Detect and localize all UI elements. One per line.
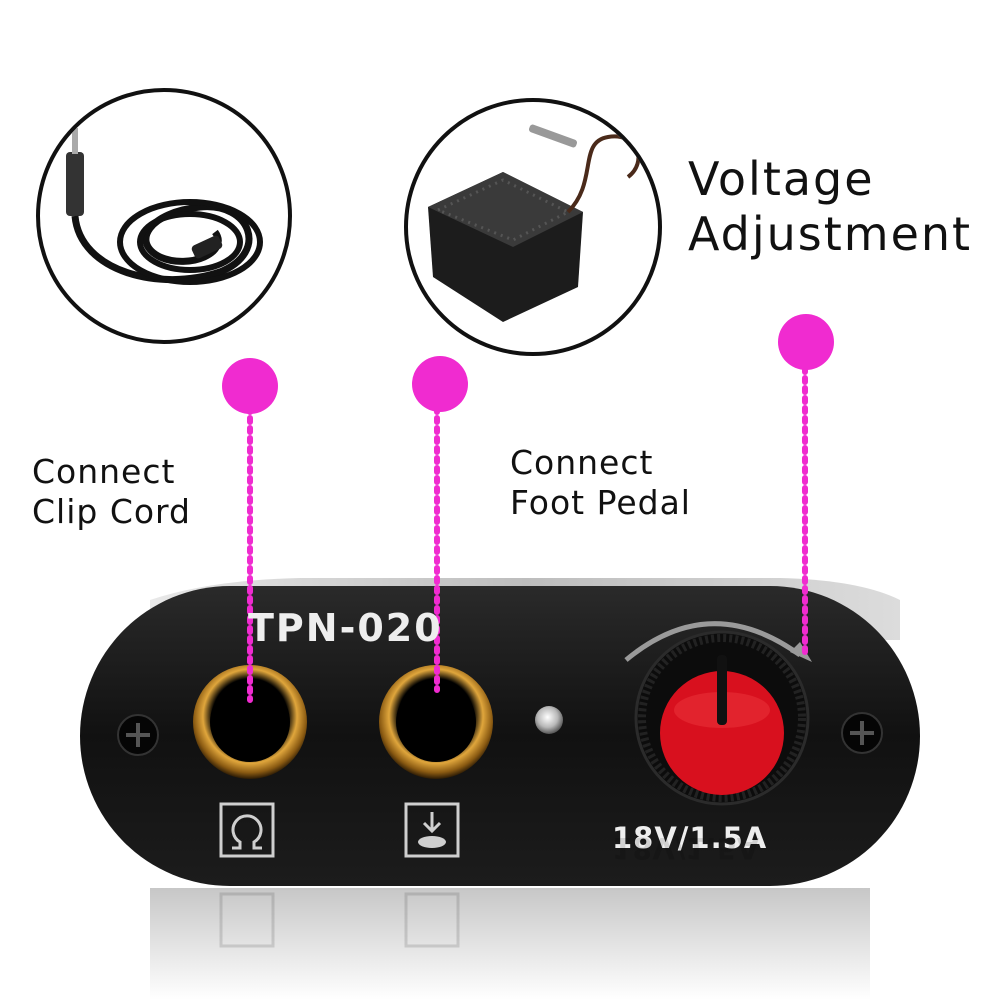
clip-cord-label-line2: Clip Cord xyxy=(32,492,191,532)
right-screw-icon xyxy=(841,712,883,754)
marker-voltage xyxy=(778,314,834,658)
marker-clip-cord xyxy=(222,358,278,703)
clip-cord-callout xyxy=(36,88,292,344)
marker-foot-pedal xyxy=(412,356,468,693)
clip-cord-label-line1: Connect xyxy=(32,452,176,491)
voltage-knob xyxy=(634,630,810,806)
voltage-label: Voltage Adjustment xyxy=(688,152,972,262)
rating-label: 18V/1.5A xyxy=(612,821,767,855)
foot-pedal-label-line1: Connect xyxy=(510,443,654,482)
rating-reflection: 18V/1.5A xyxy=(612,831,760,865)
foot-pedal-label-line2: Foot Pedal xyxy=(510,483,691,523)
voltage-label-line1: Voltage xyxy=(688,152,875,206)
voltage-direction-arc xyxy=(624,621,802,662)
model-label: TPN-020 xyxy=(248,606,443,650)
clip-cord-label: Connect Clip Cord xyxy=(32,452,191,533)
device-reflection xyxy=(150,888,870,1000)
foot-pedal-device-icon xyxy=(428,124,641,322)
power-led xyxy=(535,706,563,734)
arc-arrowhead-icon xyxy=(790,642,812,662)
reflection-icons xyxy=(219,892,460,948)
voltage-label-line2: Adjustment xyxy=(688,207,973,262)
foot-pedal-callout xyxy=(404,98,662,356)
foot-pedal-icon xyxy=(404,802,460,858)
clip-cord-icon xyxy=(66,128,263,285)
clip-cord-omega-icon xyxy=(219,802,275,858)
foot-pedal-label: Connect Foot Pedal xyxy=(510,443,691,524)
left-screw-icon xyxy=(117,714,159,756)
